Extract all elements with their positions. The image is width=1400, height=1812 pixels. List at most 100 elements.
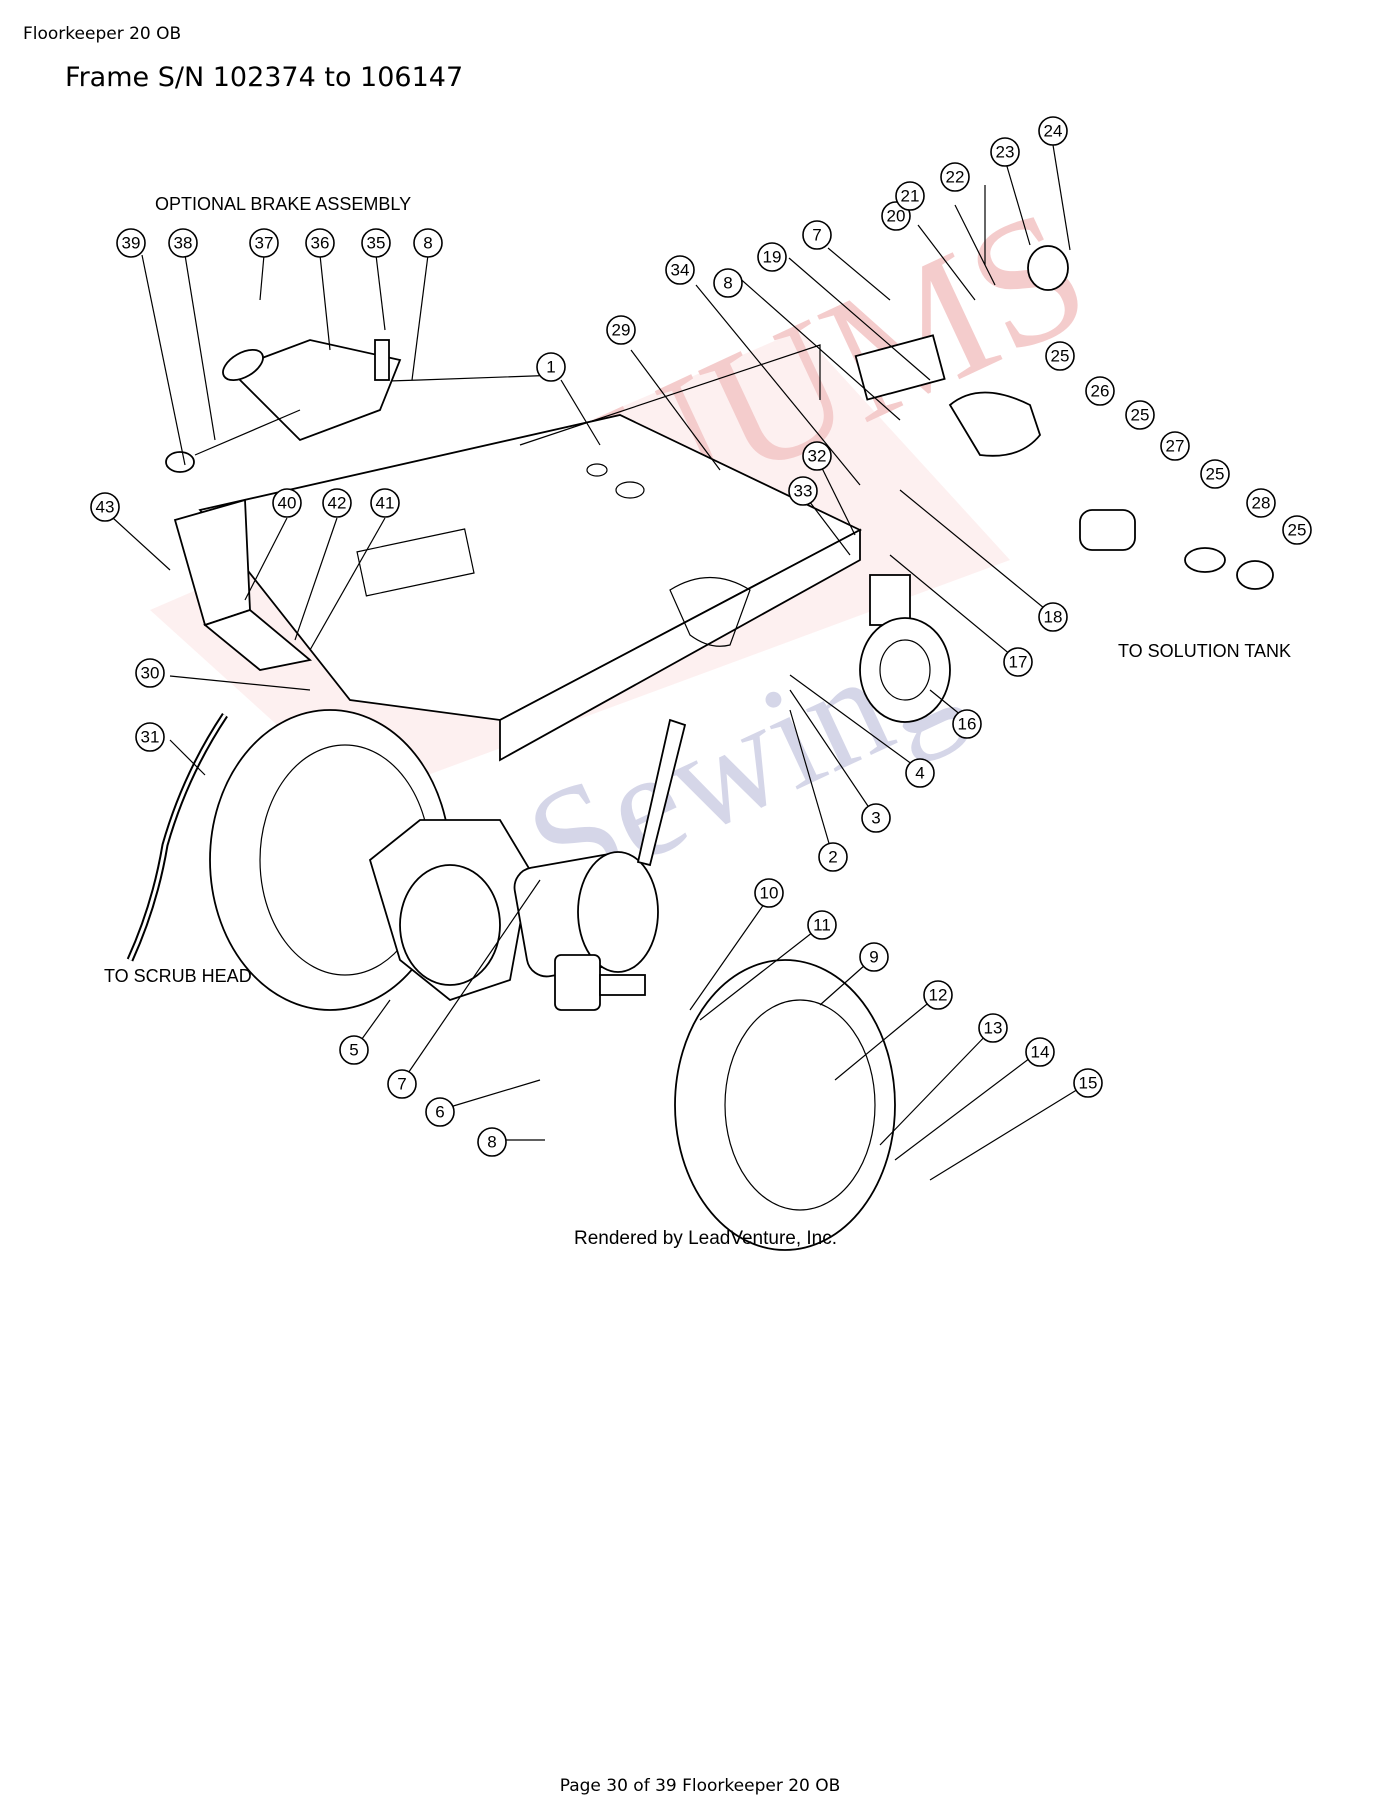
svg-text:39: 39: [122, 234, 141, 253]
callout-11: 11: [807, 910, 837, 940]
callout-12: 12: [923, 980, 953, 1010]
svg-text:41: 41: [376, 494, 395, 513]
svg-text:43: 43: [96, 498, 115, 517]
svg-text:7: 7: [397, 1075, 406, 1094]
callout-16: 16: [952, 709, 982, 739]
svg-text:5: 5: [349, 1041, 358, 1060]
svg-text:29: 29: [612, 321, 631, 340]
label-to-solution-tank: TO SOLUTION TANK: [1118, 641, 1291, 661]
svg-text:15: 15: [1079, 1074, 1098, 1093]
svg-text:8: 8: [723, 274, 732, 293]
callout-36: 36: [305, 228, 335, 258]
callouts: 39 38 37 36 35 8 1 29 34 8 19 7 20 21 22…: [90, 116, 1312, 1157]
svg-text:36: 36: [311, 234, 330, 253]
callout-25-a: 25: [1045, 341, 1075, 371]
callout-5: 5: [339, 1035, 369, 1065]
svg-text:8: 8: [423, 234, 432, 253]
svg-text:12: 12: [929, 986, 948, 1005]
callout-17: 17: [1003, 647, 1033, 677]
scrub-hose-inner: [128, 714, 227, 961]
callout-14: 14: [1025, 1037, 1055, 1067]
document-header: Floorkeeper 20 OB: [23, 24, 182, 44]
svg-text:34: 34: [671, 261, 690, 280]
left-bracket: [173, 498, 313, 671]
callout-23: 23: [990, 137, 1020, 167]
callout-40: 40: [272, 488, 302, 518]
label-rendered-by: Rendered by LeadVenture, Inc.: [574, 1228, 837, 1249]
callout-8-motor: 8: [477, 1127, 507, 1157]
svg-text:21: 21: [901, 187, 920, 206]
svg-text:20: 20: [887, 207, 906, 226]
svg-text:3: 3: [871, 809, 880, 828]
callout-13: 13: [978, 1013, 1008, 1043]
callout-31: 31: [135, 722, 165, 752]
right-drive-wheel: [674, 959, 896, 1251]
leader-lines: [112, 144, 1089, 1181]
callout-1: 1: [536, 352, 566, 382]
callout-24: 24: [1038, 116, 1068, 146]
callout-39: 39: [116, 228, 146, 258]
callout-21: 21: [895, 181, 925, 211]
callout-32: 32: [802, 441, 832, 471]
svg-text:17: 17: [1009, 653, 1028, 672]
svg-text:25: 25: [1051, 347, 1070, 366]
callout-34: 34: [665, 255, 695, 285]
svg-text:4: 4: [915, 764, 924, 783]
svg-text:27: 27: [1166, 437, 1185, 456]
callout-25-c: 25: [1200, 459, 1230, 489]
svg-text:25: 25: [1288, 521, 1307, 540]
svg-text:6: 6: [435, 1103, 444, 1122]
svg-text:33: 33: [794, 482, 813, 501]
callout-22: 22: [940, 162, 970, 192]
callout-7-motor: 7: [387, 1069, 417, 1099]
callout-2: 2: [818, 842, 848, 872]
svg-text:26: 26: [1091, 382, 1110, 401]
callout-18: 18: [1038, 602, 1068, 632]
svg-text:31: 31: [141, 728, 160, 747]
svg-text:18: 18: [1044, 608, 1063, 627]
callout-19: 19: [757, 242, 787, 272]
svg-text:25: 25: [1206, 465, 1225, 484]
page-footer: Page 30 of 39 Floorkeeper 20 OB: [559, 1776, 841, 1796]
callout-9: 9: [859, 942, 889, 972]
callout-29: 29: [606, 315, 636, 345]
svg-text:37: 37: [255, 234, 274, 253]
callout-4: 4: [905, 758, 935, 788]
svg-text:8: 8: [487, 1133, 496, 1152]
svg-text:35: 35: [367, 234, 386, 253]
callout-7-valve: 7: [802, 220, 832, 250]
callout-38: 38: [168, 228, 198, 258]
svg-text:14: 14: [1031, 1043, 1050, 1062]
svg-text:10: 10: [760, 884, 779, 903]
callout-42: 42: [322, 488, 352, 518]
callout-37: 37: [249, 228, 279, 258]
callout-25-d: 25: [1282, 515, 1312, 545]
control-handle: [636, 718, 687, 867]
callout-41: 41: [370, 488, 400, 518]
callout-6: 6: [425, 1097, 455, 1127]
drive-motor: [368, 819, 659, 1011]
svg-text:7: 7: [812, 226, 821, 245]
svg-text:25: 25: [1131, 406, 1150, 425]
page-title: Frame S/N 102374 to 106147: [65, 62, 464, 93]
svg-text:23: 23: [996, 143, 1015, 162]
caster-wheel: [859, 574, 951, 723]
svg-text:16: 16: [958, 715, 977, 734]
callout-3: 3: [861, 803, 891, 833]
callout-10: 10: [754, 878, 784, 908]
callout-35: 35: [361, 228, 391, 258]
svg-text:32: 32: [808, 447, 827, 466]
callout-8-frame: 8: [713, 268, 743, 298]
svg-text:9: 9: [869, 948, 878, 967]
label-optional-brake-assembly: OPTIONAL BRAKE ASSEMBLY: [155, 194, 411, 214]
callout-25-b: 25: [1125, 400, 1155, 430]
svg-text:2: 2: [828, 848, 837, 867]
svg-text:30: 30: [141, 664, 160, 683]
svg-text:13: 13: [984, 1019, 1003, 1038]
brake-assembly: [165, 339, 402, 473]
svg-text:28: 28: [1252, 494, 1271, 513]
callout-28: 28: [1246, 488, 1276, 518]
svg-text:11: 11: [813, 916, 831, 935]
svg-text:19: 19: [763, 248, 782, 267]
